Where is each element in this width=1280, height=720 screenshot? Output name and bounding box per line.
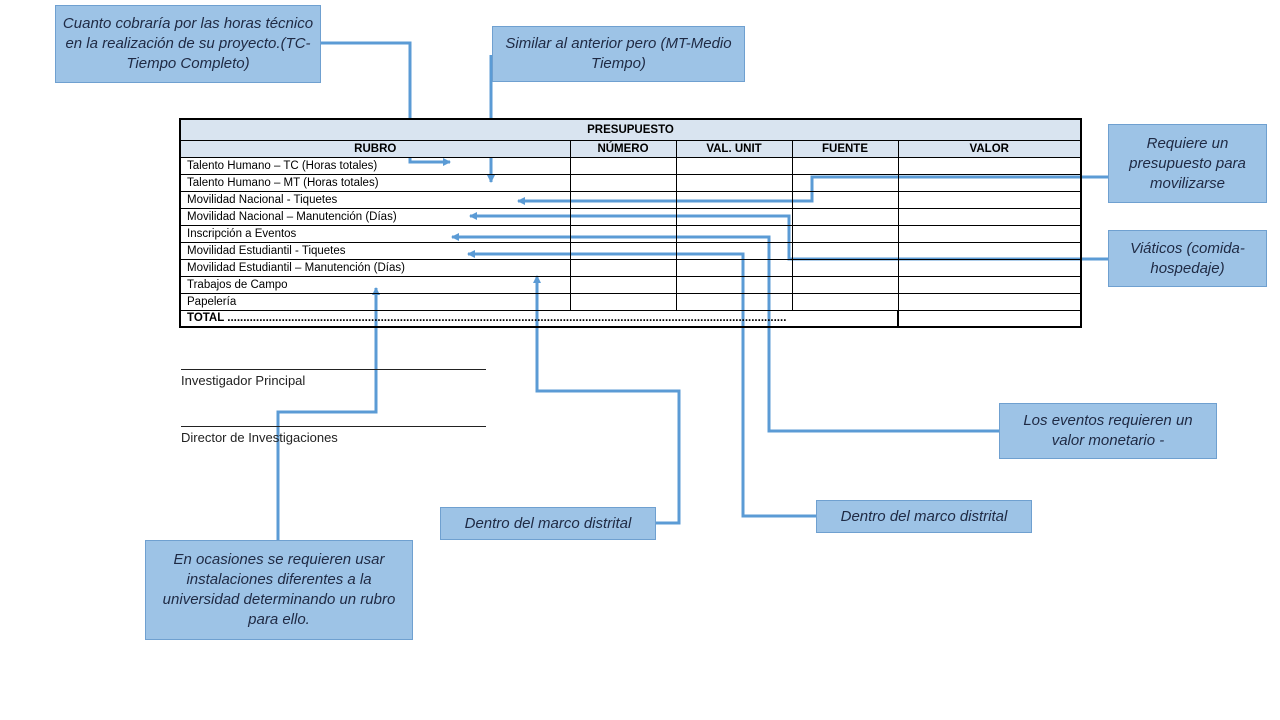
row-label: Movilidad Estudiantil – Manutención (Día…: [179, 258, 571, 277]
table-row: Movilidad Estudiantil – Manutención (Día…: [179, 258, 1082, 277]
row-label: Movilidad Nacional – Manutención (Días): [179, 207, 571, 226]
callout-tc: Cuanto cobraría por las horas técnico en…: [55, 5, 321, 83]
callout-marco-right: Dentro del marco distrital: [816, 500, 1032, 533]
table-row: Movilidad Estudiantil - Tiquetes: [179, 241, 1082, 260]
callout-eventos: Los eventos requieren un valor monetario…: [999, 403, 1217, 459]
row-label: Trabajos de Campo: [179, 275, 571, 294]
total-dots: ........................................…: [227, 312, 787, 325]
table-row: Movilidad Nacional - Tiquetes: [179, 190, 1082, 209]
header-val-unit: VAL. UNIT: [675, 139, 793, 158]
table-row: Trabajos de Campo: [179, 275, 1082, 294]
signature-director: Director de Investigaciones: [181, 430, 338, 445]
callout-viaticos: Viáticos (comida-hospedaje): [1108, 230, 1267, 287]
callout-movilizarse: Requiere un presupuesto para movilizarse: [1108, 124, 1267, 203]
row-label: Movilidad Nacional - Tiquetes: [179, 190, 571, 209]
row-label: Talento Humano – MT (Horas totales): [179, 173, 571, 192]
total-label: TOTAL: [187, 312, 228, 325]
table-row: Papelería: [179, 292, 1082, 311]
budget-table: PRESUPUESTO RUBRO NÚMERO VAL. UNIT FUENT…: [179, 118, 1082, 328]
header-fuente: FUENTE: [791, 139, 899, 158]
connector-marco-left: [533, 275, 681, 525]
signature-line-investigator: [181, 369, 486, 370]
row-label: Movilidad Estudiantil - Tiquetes: [179, 241, 571, 260]
callout-marco-left: Dentro del marco distrital: [440, 507, 656, 540]
total-value: [897, 309, 1082, 328]
table-row: Movilidad Nacional – Manutención (Días): [179, 207, 1082, 226]
header-rubro: RUBRO: [179, 139, 571, 158]
signature-investigator: Investigador Principal: [181, 373, 306, 388]
header-valor: VALOR: [897, 139, 1082, 158]
row-label: Papelería: [179, 292, 571, 311]
callout-mt: Similar al anterior pero (MT-Medio Tiemp…: [492, 26, 745, 82]
table-title: PRESUPUESTO: [179, 118, 1082, 141]
table-row: Inscripción a Eventos: [179, 224, 1082, 243]
table-row: Talento Humano – TC (Horas totales): [179, 156, 1082, 175]
connector-instalaciones: [276, 287, 380, 541]
total-cell: TOTAL ..................................…: [179, 309, 899, 328]
header-numero: NÚMERO: [569, 139, 677, 158]
total-row: TOTAL ..................................…: [179, 309, 1082, 328]
row-label: Inscripción a Eventos: [179, 224, 571, 243]
row-label: Talento Humano – TC (Horas totales): [179, 156, 571, 175]
callout-instalaciones: En ocasiones se requieren usar instalaci…: [145, 540, 413, 640]
table-row: Talento Humano – MT (Horas totales): [179, 173, 1082, 192]
signature-line-director: [181, 426, 486, 427]
